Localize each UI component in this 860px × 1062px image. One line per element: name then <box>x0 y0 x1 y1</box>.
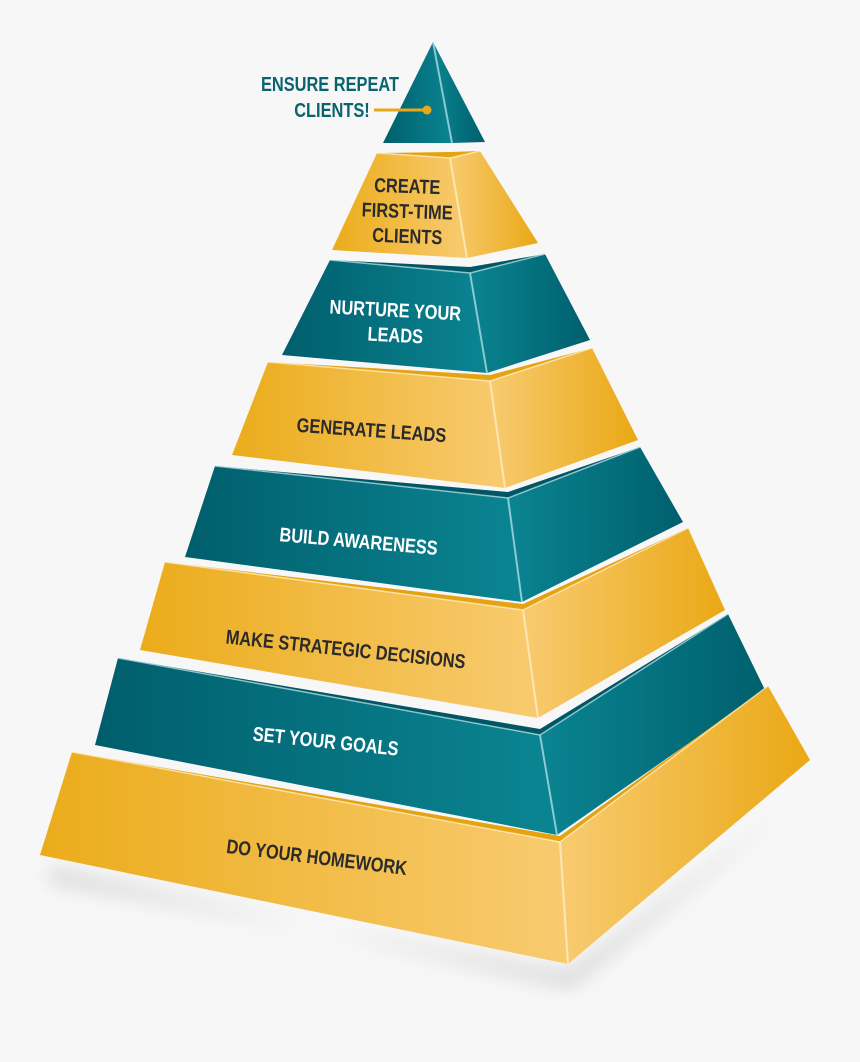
layer-top-edge-highlight <box>214 465 509 499</box>
layer-top-edge-highlight <box>507 446 641 499</box>
layer-top-edge-highlight <box>489 347 593 382</box>
layer-ridge-highlight <box>539 734 558 836</box>
layer-front-face <box>140 562 538 718</box>
layer-top-face <box>118 614 728 735</box>
callout-line1: ENSURE REPEAT <box>261 72 399 95</box>
layer-side-face <box>490 348 638 488</box>
callout-dot <box>422 105 432 115</box>
layer-side-face <box>450 151 538 258</box>
layer-top-edge-highlight <box>117 657 541 736</box>
layer-front-face <box>232 362 505 488</box>
layer-ridge-highlight <box>507 497 523 603</box>
layer-front-face <box>282 260 487 373</box>
layer-top-edge-highlight <box>469 253 546 274</box>
callout: ENSURE REPEAT CLIENTS! <box>261 72 432 121</box>
layer-front-face <box>95 658 557 835</box>
layer-label: CLIENTS <box>372 223 443 248</box>
layer-top-edge-highlight <box>539 613 729 736</box>
layer-top-edge-highlight <box>449 150 481 159</box>
layer-label: FIRST-TIME <box>361 198 453 224</box>
callout-line2: CLIENTS! <box>294 98 370 121</box>
layer-top-edge-highlight <box>164 561 524 611</box>
layer-side-face <box>508 447 683 602</box>
layer-side-face <box>523 528 725 718</box>
layer-top-edge-highlight <box>71 751 561 843</box>
pyramid-shadow <box>50 775 830 985</box>
layer-ridge-highlight <box>489 380 506 489</box>
layer-top-edge-highlight <box>559 685 769 843</box>
layer-top-face <box>268 348 592 381</box>
layer-ridge-highlight <box>469 272 488 374</box>
layer-top-face <box>215 447 640 498</box>
layer-side-face <box>560 686 810 964</box>
layer-ridge-highlight <box>559 841 569 965</box>
pyramid-apex <box>383 41 485 144</box>
layer-label: LEADS <box>367 322 424 348</box>
layer-front-face <box>185 466 522 602</box>
apex-front-face <box>383 42 452 143</box>
layer-top-face <box>165 528 688 610</box>
layer-top-edge-highlight <box>267 361 491 382</box>
apex-side-face <box>433 42 485 143</box>
pyramid-layer-3: GENERATE LEADS <box>232 347 638 489</box>
layer-side-face <box>540 614 765 835</box>
layer-front-face <box>332 153 467 258</box>
layer-front-face <box>40 752 568 964</box>
layer-ridge-highlight <box>522 609 539 719</box>
pyramid-layer-5: MAKE STRATEGIC DECISIONS <box>140 527 725 719</box>
pyramid-layer-6: SET YOUR GOALS <box>95 613 765 836</box>
pyramid-layer-4: BUILD AWARENESS <box>185 446 683 603</box>
layer-side-face <box>470 254 590 373</box>
pyramid-layer-7: DO YOUR HOMEWORK <box>40 685 810 965</box>
layer-ridge-highlight <box>449 157 468 259</box>
layer-top-edge-highlight <box>376 152 451 159</box>
layer-label: CREATE <box>374 173 441 198</box>
layer-top-edge-highlight <box>522 527 689 611</box>
layer-top-edge-highlight <box>329 259 471 274</box>
apex-ridge-highlight <box>432 41 453 144</box>
